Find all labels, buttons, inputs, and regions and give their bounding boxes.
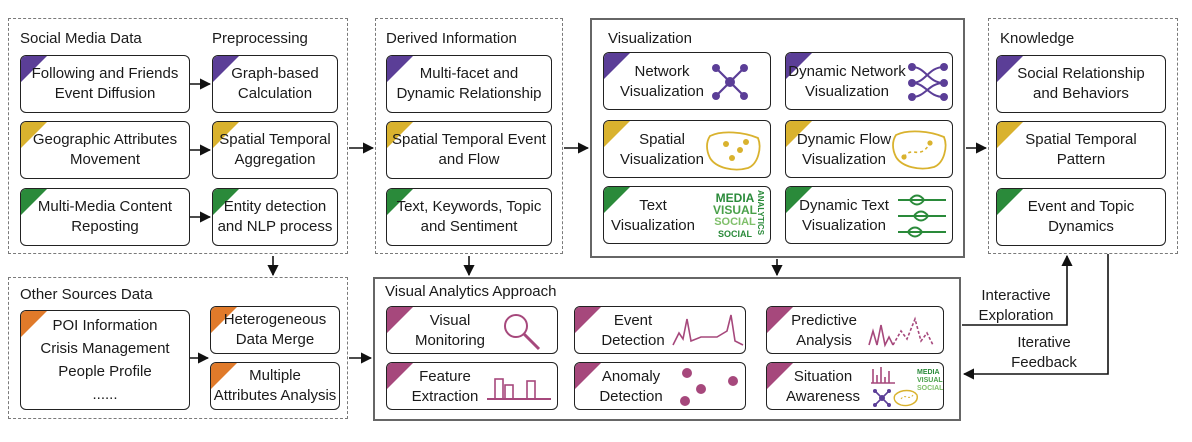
arrow-interactive-exploration [962,254,1073,326]
knowledge-title: Knowledge [1000,30,1075,47]
other-sources-group [8,277,348,419]
knowledge-social-relationship: Social Relationship and Behaviors [996,55,1166,113]
social-media-preprocessing-group [8,18,348,254]
scatter-dots-icon [680,368,738,406]
iterative-feedback-label: Iterative Feedback [1011,334,1077,371]
knowledge-spatial-pattern: Spatial Temporal Pattern [996,121,1166,179]
preprocess-spatial: Spatial Temporal Aggregation [212,121,338,179]
social-item-geographic: Geographic Attributes Movement [20,121,190,179]
derived-event-flow: Spatial Temporal Event and Flow [386,121,552,179]
social-item-following: Following and Friends Event Diffusion [20,55,190,113]
word-cloud-word: ANALYTICS [756,190,765,236]
flow-map-icon [892,130,947,170]
preprocessing-title: Preprocessing [212,30,308,47]
dynamic-network-icon [908,63,948,101]
other-sources-list: POI Information Crisis Management People… [20,310,190,410]
dashboard-icon: MEDIA VISUAL SOCIAL [871,367,943,407]
network-icon [712,64,748,100]
predictive-analysis: Predictive Analysis [766,306,944,354]
map-icon [706,131,761,171]
multiple-attributes-analysis: Multiple Attributes Analysis [210,362,340,410]
text-visualization: Text Visualization MEDIA VISUAL SOCIAL S… [603,186,771,244]
word-cloud-word: SOCIAL [717,229,752,239]
social-media-title: Social Media Data [20,30,142,47]
visualization-title: Visualization [608,30,692,47]
magnifier-icon [504,314,541,351]
network-visualization: Network Visualization [603,52,771,110]
derived-information-title: Derived Information [386,30,517,47]
preprocess-entity: Entity detection and NLP process [212,188,338,246]
event-detection: Event Detection [574,306,746,354]
bar-chart-icon [487,378,551,400]
word-cloud-word: SOCIAL [714,216,756,228]
heterogeneous-merge: Heterogeneous Data Merge [210,306,340,354]
derived-relationship: Multi-facet and Dynamic Relationship [386,55,552,113]
interactive-exploration-label: Interactive Exploration [978,287,1054,324]
situation-word: VISUAL [917,377,943,384]
word-cloud-word: VISUAL [712,203,757,217]
word-cloud-word: MEDIA [715,191,755,205]
situation-word: SOCIAL [917,385,943,392]
dynamic-text-visualization: Dynamic Text Visualization [785,186,953,244]
situation-word: MEDIA [917,369,940,376]
dynamic-flow-visualization: Dynamic Flow Visualization [785,120,953,178]
prediction-line-icon [868,316,934,348]
visual-analytics-group [373,277,961,421]
visual-monitoring: Visual Monitoring [386,306,558,354]
visual-analytics-title: Visual Analytics Approach [385,283,557,300]
spatial-visualization: Spatial Visualization [603,120,771,178]
knowledge-event-topic: Event and Topic Dynamics [996,188,1166,246]
anomaly-detection: Anomaly Detection [574,362,746,410]
knowledge-group [988,18,1178,254]
derived-information-group [375,18,563,254]
event-line-icon [672,314,744,346]
derived-text-topic: Text, Keywords, Topic and Sentiment [386,188,552,246]
dynamic-network-visualization: Dynamic Network Visualization [785,52,953,110]
text-flow-icon [898,194,946,238]
visualization-group [590,18,965,258]
situation-awareness: Situation Awareness MEDIA VISUAL SOCIAL [766,362,944,410]
preprocess-graph: Graph-based Calculation [212,55,338,113]
other-sources-title: Other Sources Data [20,286,153,303]
arrow-iterative-feedback [962,254,1109,380]
feature-extraction: Feature Extraction [386,362,558,410]
word-cloud-icon: MEDIA VISUAL SOCIAL SOCIAL ANALYTICS [704,190,766,240]
social-item-multimedia: Multi-Media Content Reposting [20,188,190,246]
